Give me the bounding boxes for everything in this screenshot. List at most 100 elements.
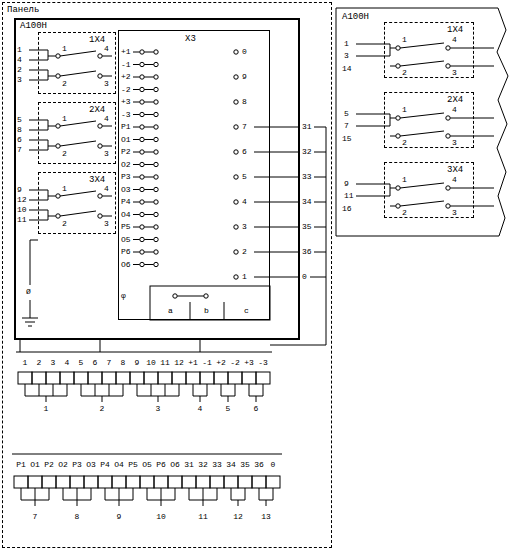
terminal-number: -2 [230,358,240,368]
contact-terminal [140,187,144,191]
wire [144,89,154,90]
wire [63,488,64,500]
wire-number: 9 [344,179,349,189]
contact-terminal [56,194,60,198]
wire [147,488,148,500]
contact-number: 3 [104,79,109,89]
wire [165,384,166,396]
wire [238,500,239,506]
contact-terminal [234,250,238,254]
terminal [74,372,88,384]
wire [25,384,26,396]
wire [314,127,326,128]
wire [133,102,140,103]
terminal-number: 8 [121,358,126,368]
contact-terminal [154,200,158,204]
terminal-number: O6 [170,460,180,470]
block-title: X3 [185,34,196,44]
wire [20,340,21,352]
contact-terminal [56,54,60,58]
wire [133,177,140,178]
wire [144,114,154,115]
connector-pin-label: 5 [242,172,247,182]
connector-pin-label: -2 [121,85,131,95]
contact-number: 2 [402,138,407,148]
contact-terminal [140,212,144,216]
contact-terminal [396,186,400,190]
contact-terminal [396,116,400,120]
terminal [144,372,158,384]
wire [203,488,204,500]
output-number: 34 [302,197,312,207]
terminal-number: O4 [114,460,124,470]
wire-number: 6 [17,135,22,145]
contact-terminal [56,214,60,218]
contact-terminal [140,200,144,204]
contact-number: 3 [452,208,457,218]
wire [450,48,494,49]
wire [46,396,47,402]
terminal-number: 35 [240,460,250,470]
terminal [200,372,214,384]
wire [144,177,154,178]
connector-pin-label: 2 [242,247,247,257]
callout-number: 6 [254,404,259,414]
wire-number: 10 [17,205,27,215]
wire [35,500,36,506]
wire [77,488,78,500]
contact-terminal [234,50,238,54]
terminal-number: O3 [86,460,96,470]
wire [249,384,250,396]
wire [263,384,264,396]
contact-number: 4 [452,35,457,45]
terminal-number: 7 [107,358,112,368]
wire [254,252,299,253]
wire [224,302,225,320]
wire [91,488,92,500]
wire [102,56,112,57]
wire [390,136,396,137]
connector-pin-label: O1 [121,135,131,145]
connector-pin-label: -1 [121,60,131,70]
wire [133,202,140,203]
wire-number: 5 [344,109,349,119]
terminal [214,372,228,384]
callout-number: 10 [156,512,166,522]
wire [273,488,274,500]
terminal [228,372,242,384]
connector-pin-label: 9 [242,72,247,82]
wire [39,384,40,396]
contact-terminal [446,116,450,120]
block-title: 2X4 [447,95,463,105]
contact-terminal [98,214,102,218]
wire [30,300,31,318]
terminal-number: P1 [16,460,26,470]
contact-terminal [154,137,158,141]
block-title: 3X4 [447,165,463,175]
column-letter: a [168,306,173,316]
connector-pin-label: P6 [121,247,131,257]
wire [137,384,138,396]
callout-number: 5 [226,404,231,414]
terminal [28,476,42,488]
wire [200,340,201,352]
terminal [102,372,116,384]
callout-number: 11 [198,512,208,522]
wire [48,50,49,60]
wire [144,139,154,140]
wire [102,196,112,197]
contact-terminal [173,294,177,298]
connector-pin-label: 3 [242,222,247,232]
contact-terminal [56,74,60,78]
wire [144,227,154,228]
wire [450,66,494,67]
wire [390,188,396,189]
wire [179,384,180,396]
wire [48,56,56,57]
terminal [32,372,46,384]
wire [133,488,134,500]
contact-number: 3 [104,219,109,229]
terminal [242,372,256,384]
connector-pin-label: P4 [121,197,131,207]
